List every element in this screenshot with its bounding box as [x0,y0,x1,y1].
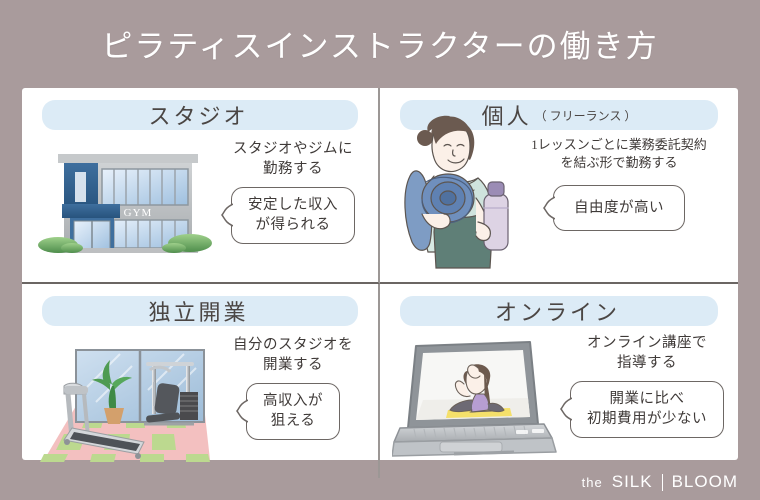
description-independent: 自分のスタジオを開業する [233,337,353,373]
banner-studio: スタジオ [42,100,358,130]
bubble-tail-icon [560,397,572,422]
laptop-online-lesson-illustration [392,332,568,470]
quadrant-grid: スタジオ [22,88,738,478]
bubble-wrap-freelance: 自由度が高い [512,185,726,232]
bubble-freelance: 自由度が高い [543,185,685,232]
gym-sign-label: GYM [124,207,153,219]
quadrant-online: オンライン [380,284,738,478]
description-studio: スタジオやジムに勤務する [233,141,353,177]
quadrant-independent: 独立開業 [22,284,380,478]
quadrant-studio: スタジオ [22,88,380,284]
banner-title-freelance: 個人 [481,104,532,129]
content-card: スタジオ [22,88,738,478]
bubble-tail-icon [221,203,233,228]
bubble-studio: 安定した収入が得られる [221,187,355,244]
home-gym-illustration [34,332,220,470]
bubble-wrap-independent: 高収入が狙える [220,383,366,440]
gym-building-illustration: GYM [34,136,220,274]
bubble-tail-icon [236,399,248,424]
quadrant-text-independent: 自分のスタジオを開業する 高収入が狙える [220,332,366,470]
brand-the: the [581,474,603,490]
quadrant-text-studio: スタジオやジムに勤務する 安定した収入が得られる [220,136,366,274]
quadrant-freelance: 個人 （ フリーランス ） [380,88,738,284]
banner-independent: 独立開業 [42,296,358,326]
footer-brand: the SILK BLOOM [582,472,738,492]
quadrant-text-freelance: 1レッスンごとに業務委託契約を結ぶ形で勤務する 自由度が高い [512,136,726,274]
banner-sub-freelance: （ フリーランス ） [534,108,637,123]
quadrant-text-online: オンライン講座で指導する 開業に比べ初期費用が少ない [560,332,726,470]
banner-title-online: オンライン [494,300,620,325]
banner-title-studio: スタジオ [148,104,249,129]
description-online: オンライン講座で指導する [587,335,707,371]
brand-divider [661,473,663,491]
quadrant-body-independent: 自分のスタジオを開業する 高収入が狙える [34,332,366,470]
quadrant-body-online: オンライン講座で指導する 開業に比べ初期費用が少ない [392,332,726,470]
bubble-online: 開業に比べ初期費用が少ない [560,381,724,438]
banner-online: オンライン [400,296,718,326]
bubble-tail-icon [543,196,555,220]
freelance-instructor-illustration [392,102,512,274]
brand-silk: SILK [611,472,653,491]
quadrant-body-freelance: 1レッスンごとに業務委託契約を結ぶ形で勤務する 自由度が高い [392,115,726,274]
quadrant-body-studio: GYM [34,136,366,274]
bubble-wrap-studio: 安定した収入が得られる [220,187,366,244]
description-freelance: 1レッスンごとに業務委託契約を結ぶ形で勤務する [531,137,707,170]
bubble-independent: 高収入が狙える [236,383,340,440]
banner-title-independent: 独立開業 [148,300,249,325]
page-title: ピラティスインストラクターの働き方 [101,29,659,64]
bubble-wrap-online: 開業に比べ初期費用が少ない [560,381,726,438]
brand-bloom: BLOOM [671,472,738,491]
